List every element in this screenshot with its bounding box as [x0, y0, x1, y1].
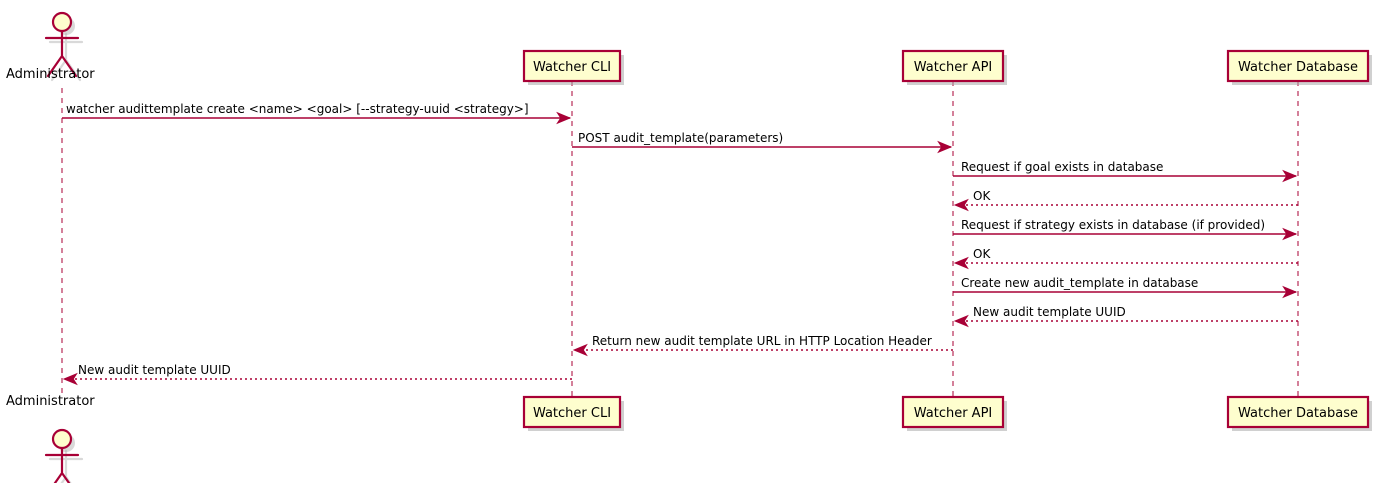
participant-box-watcher-cli[interactable]: Watcher CLI — [522, 49, 624, 85]
participant-box-watcher-api[interactable]: Watcher API — [901, 49, 1007, 85]
actor-shadow — [48, 32, 84, 82]
participant-label-watcher-cli: Watcher CLI — [533, 60, 611, 75]
message-label: Return new audit template URL in HTTP Lo… — [592, 334, 932, 348]
message-label: New audit template UUID — [78, 363, 231, 377]
message-5[interactable]: Request if strategy exists in database (… — [953, 218, 1298, 241]
message-label: OK — [973, 189, 991, 203]
actor-body-icon — [44, 445, 80, 483]
message-3[interactable]: Request if goal exists in database — [953, 160, 1298, 183]
message-2[interactable]: POST audit_template(parameters) — [572, 131, 953, 154]
participant-label-watcher-api: Watcher API — [914, 406, 993, 421]
actor-label-administrator: Administrator — [6, 67, 95, 82]
message-6[interactable]: OK — [953, 247, 1298, 270]
message-10[interactable]: New audit template UUID — [62, 363, 572, 386]
box-rect — [522, 395, 622, 429]
box-rect — [522, 49, 622, 83]
participant-label-watcher-api: Watcher API — [914, 60, 993, 75]
participant-box-watcher-database[interactable]: Watcher Database — [1226, 395, 1372, 431]
message-1[interactable]: watcher audittemplate create <name> <goa… — [62, 102, 572, 125]
box-rect — [901, 49, 1005, 83]
message-9[interactable]: Return new audit template URL in HTTP Lo… — [572, 334, 953, 357]
actor-head-icon — [51, 428, 73, 450]
participant-label-watcher-cli: Watcher CLI — [533, 406, 611, 421]
actor-administrator[interactable]: Administrator — [6, 11, 95, 82]
message-label: OK — [973, 247, 991, 261]
actor-administrator[interactable]: Administrator — [6, 394, 95, 483]
participant-label-watcher-database: Watcher Database — [1238, 406, 1358, 421]
box-rect — [1226, 395, 1370, 429]
message-label: POST audit_template(parameters) — [578, 131, 783, 145]
message-8[interactable]: New audit template UUID — [953, 305, 1298, 328]
actor-head-icon — [51, 11, 73, 33]
message-label: Request if strategy exists in database (… — [961, 218, 1265, 232]
participant-box-watcher-api[interactable]: Watcher API — [901, 395, 1007, 431]
box-rect — [901, 395, 1005, 429]
message-7[interactable]: Create new audit_template in database — [953, 276, 1298, 299]
participant-box-watcher-database[interactable]: Watcher Database — [1226, 49, 1372, 85]
message-4[interactable]: OK — [953, 189, 1298, 212]
message-label: Create new audit_template in database — [961, 276, 1198, 290]
lifelines-layer — [61, 81, 1299, 397]
message-label: New audit template UUID — [973, 305, 1126, 319]
participant-label-watcher-database: Watcher Database — [1238, 60, 1358, 75]
participant-box-watcher-cli[interactable]: Watcher CLI — [522, 395, 624, 431]
messages-layer: watcher audittemplate create <name> <goa… — [62, 102, 1298, 386]
message-label: Request if goal exists in database — [961, 160, 1163, 174]
message-label: watcher audittemplate create <name> <goa… — [66, 102, 529, 116]
actor-shadow — [48, 449, 84, 483]
box-rect — [1226, 49, 1370, 83]
participant-boxes-layer: Watcher CLI Watcher CLI Watcher API Watcher… — [522, 49, 1372, 431]
actor-body-icon — [44, 28, 80, 78]
actor-label-administrator: Administrator — [6, 394, 95, 409]
